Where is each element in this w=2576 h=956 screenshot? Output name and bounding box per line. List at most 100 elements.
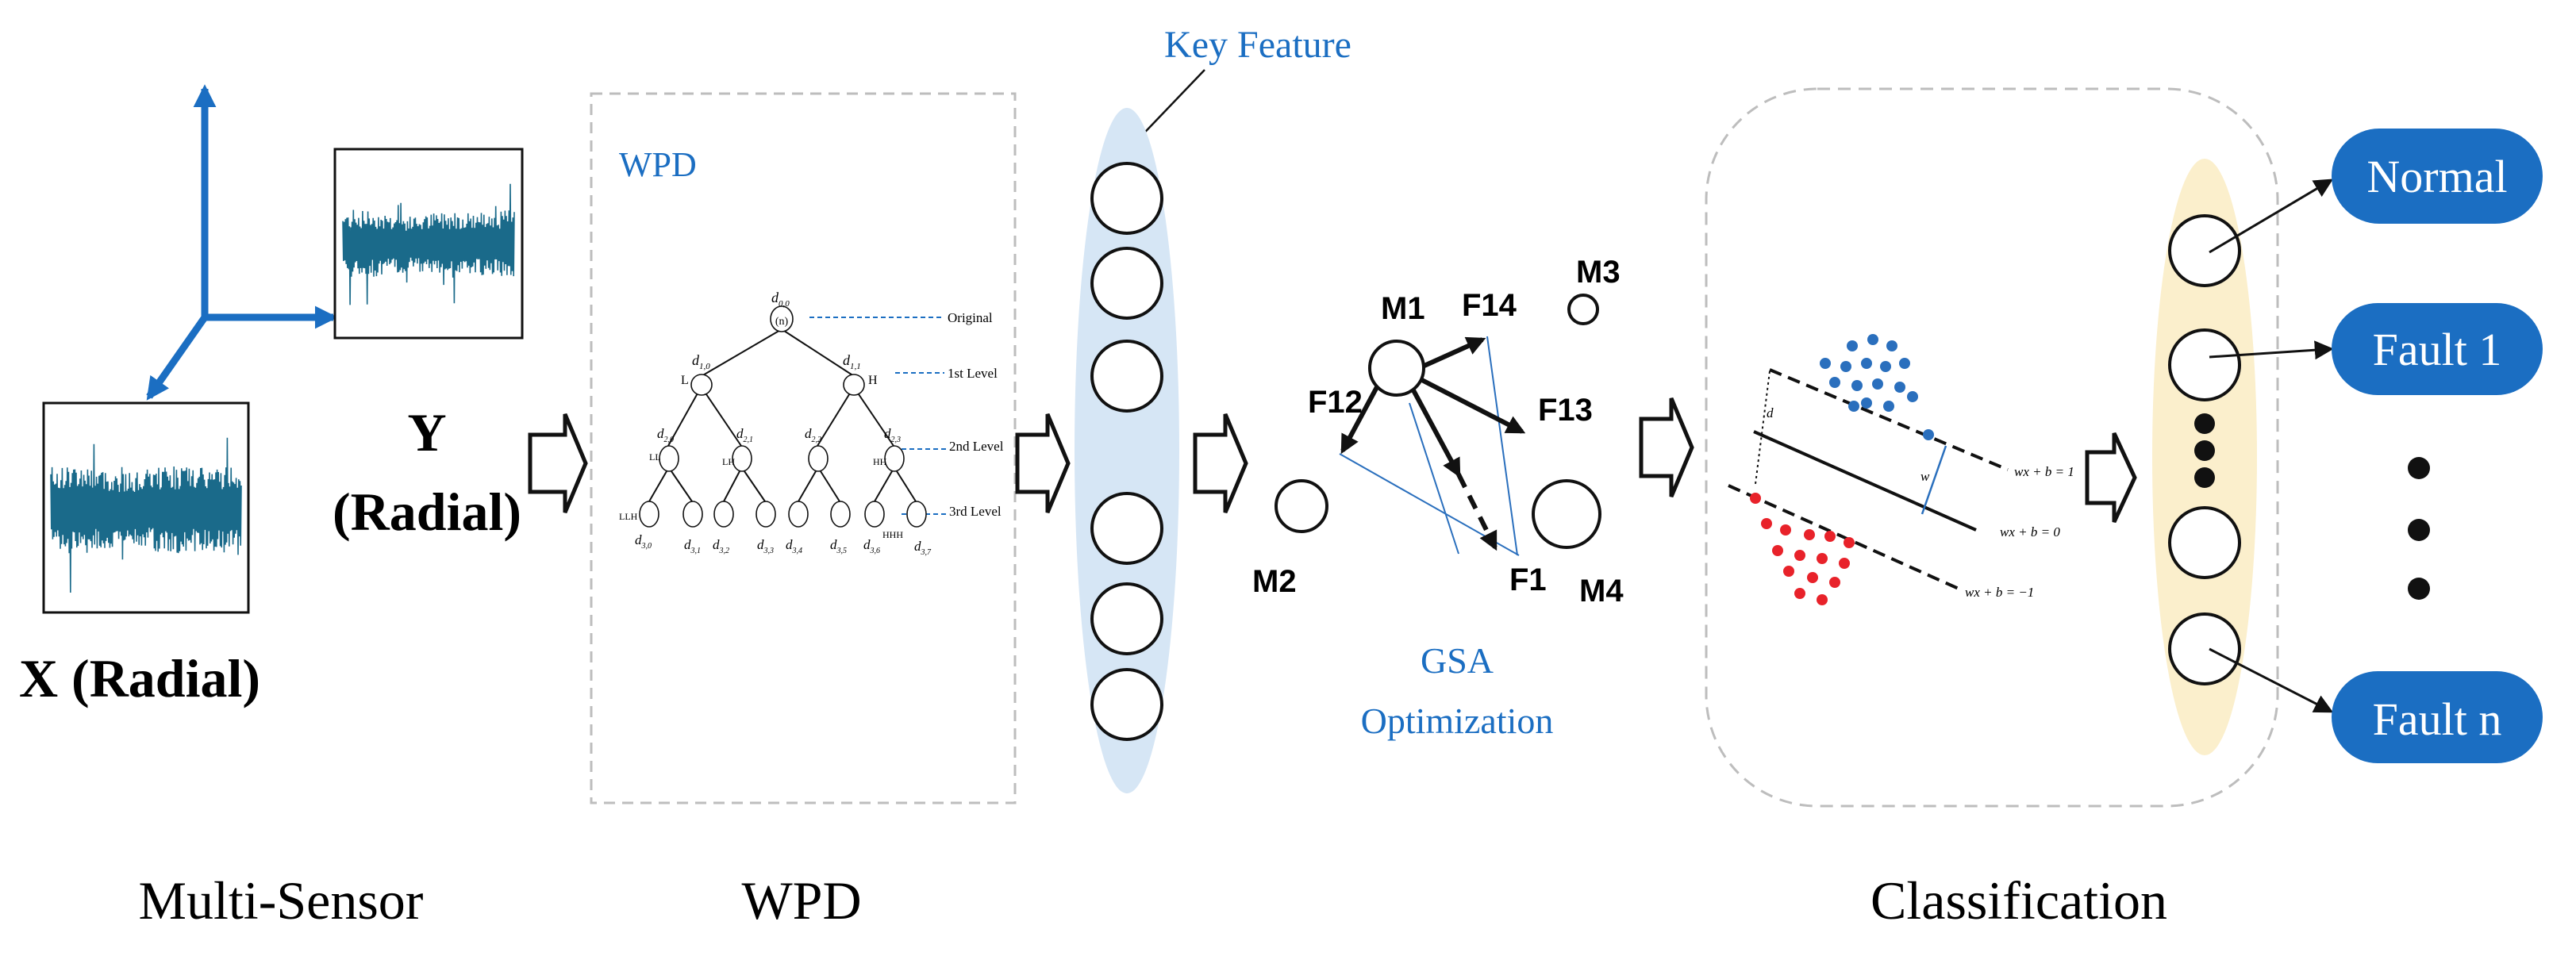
classification-title: Classification: [1870, 870, 2167, 931]
wpd-level-2: 2nd Level: [949, 439, 1004, 454]
gsa-force-lines: [1339, 336, 1520, 556]
wpd-level-lines: [809, 317, 946, 515]
key-feature-label: Key Feature: [1164, 24, 1351, 66]
svm-plot: d w wx + b = 1 wx + b = 0 wx + b = −1: [1728, 334, 2074, 605]
wpd-level2-label-1: d2,1: [736, 426, 753, 444]
wpd-level1-node-0: [690, 374, 713, 396]
output-connections: [2209, 179, 2334, 713]
wpd-level-1: 1st Level: [948, 366, 998, 381]
y-sensor-label: Y: [407, 402, 446, 463]
gsa-mass-m2: [1275, 479, 1328, 533]
wpd-level2-node-2: [808, 445, 829, 472]
wpd-level3-node-7: [906, 501, 927, 528]
wpd-tree-edges: [648, 328, 917, 502]
wpd-branch-h: H: [868, 374, 878, 387]
gsa-label-m2: M2: [1252, 564, 1297, 599]
wpd-branch-l: L: [681, 374, 689, 387]
svm-negative-samples: [1750, 493, 1855, 605]
wpd-level3-label-7: d3,7: [914, 539, 932, 557]
x-signal-waveform: [50, 437, 242, 593]
feature-neuron-6: [1090, 668, 1163, 741]
output-neuron-2: [2168, 328, 2241, 401]
output-fault1-pill: [2332, 303, 2543, 395]
flow-arrow-4: [1639, 397, 1694, 497]
gsa-label-f1: F1: [1509, 562, 1547, 597]
output-normal-label: Normal: [2366, 151, 2507, 202]
wpd-level3-tag-7: HHH: [882, 529, 903, 540]
output-fault1-label: Fault 1: [2373, 324, 2502, 375]
output-ellipsis-dots: [2194, 413, 2215, 488]
wpd-level3-label-2: d3,2: [713, 537, 729, 555]
svm-margin-w: [1920, 445, 1947, 515]
wpd-level3-node-6: [864, 501, 885, 528]
gsa-mass-m4: [1532, 479, 1601, 549]
flow-arrow-5: [2085, 432, 2137, 524]
wpd-level3-node-1: [682, 501, 703, 528]
wpd-section: WPD Original 1st Level 2nd Level 3rd Lev…: [590, 92, 1017, 931]
wpd-level2-node-3: [884, 445, 905, 472]
wpd-level2-label-0: d2,0: [657, 426, 674, 444]
wpd-level2-tag-0: LL: [649, 451, 661, 463]
svm-margin-lines: [1728, 368, 2009, 590]
wpd-level2-node-0: [659, 445, 679, 472]
flow-arrow-1: [528, 413, 588, 513]
wpd-level3-node-4: [788, 501, 809, 528]
wpd-level3-node-2: [713, 501, 734, 528]
wpd-level1-label-0: d1,0: [692, 352, 710, 371]
gsa-title-line1: GSA: [1421, 640, 1494, 681]
wpd-level2-node-1: [732, 445, 752, 472]
wpd-level3-tag-0: LLH: [619, 511, 638, 522]
classification-section: d w wx + b = 1 wx + b = 0 wx + b = −1: [1705, 87, 2279, 808]
sensor-axes: [146, 84, 338, 401]
output-faultn-label: Fault n: [2373, 693, 2502, 745]
gsa-label-m4: M4: [1579, 574, 1624, 609]
output-neuron-3: [2168, 506, 2241, 579]
svm-margin-d: [1755, 370, 1771, 485]
y-sensor-direction: (Radial): [333, 482, 521, 542]
classification-box: [1705, 87, 2279, 808]
multi-sensor-section: Y (Radial) X (Radial) Multi-Sensor: [19, 84, 524, 931]
wpd-root-n: (n): [775, 316, 789, 328]
wpd-level1-node-1: [843, 374, 865, 396]
svm-boundary-pos: [1769, 368, 2009, 471]
gsa-title-line2: Optimization: [1361, 701, 1554, 741]
output-class-ellipsis: [2408, 457, 2430, 600]
feature-neuron-1: [1090, 162, 1163, 235]
key-feature-section: Key Feature: [1075, 24, 1351, 793]
output-neuron-1: [2168, 214, 2241, 287]
flow-arrow-2: [1015, 413, 1071, 513]
feature-neuron-3: [1090, 340, 1163, 413]
wpd-level3-label-1: d3,1: [684, 537, 701, 555]
output-normal-pill: [2332, 129, 2543, 224]
gsa-label-f13: F14: [1462, 288, 1517, 323]
feature-neuron-5: [1090, 582, 1163, 655]
wpd-level3-label-4: d3,4: [786, 537, 802, 555]
svm-positive-samples: [1820, 334, 1934, 440]
wpd-level2-label-2: d2,2: [805, 426, 821, 444]
wpd-level-3: 3rd Level: [949, 504, 1002, 519]
wpd-box-title: WPD: [619, 145, 697, 184]
wpd-level3-label-3: d3,3: [757, 537, 774, 555]
signal-trace: [342, 183, 515, 305]
gsa-label-f12: F12: [1308, 385, 1363, 420]
wpd-level2-tag-3: HH: [873, 456, 887, 467]
wpd-level1-label-1: d1,1: [843, 352, 861, 371]
gsa-mass-m3: [1567, 294, 1599, 325]
svm-eq-zero: wx + b = 0: [2000, 524, 2060, 539]
wpd-root-label: d0,0: [771, 290, 790, 309]
wpd-root-node: [770, 305, 794, 332]
wpd-level2-tag-1: LH: [722, 456, 735, 467]
feature-neuron-4: [1090, 492, 1163, 565]
gsa-section: M1 M2 M3 M4 F14 F12 F13 F1 GSA Optimizat…: [1252, 255, 1624, 741]
wpd-level3-nodes: [639, 501, 927, 528]
wpd-level3-label-0: d3,0: [635, 532, 652, 551]
wpd-section-title: WPD: [741, 870, 861, 931]
y-signal-waveform: [342, 183, 515, 305]
x-sensor-label: X (Radial): [19, 648, 260, 708]
svm-eq-pos: wx + b = 1: [2014, 464, 2074, 479]
wpd-level3-label-5: d3,5: [830, 537, 847, 555]
wpd-box: [590, 92, 1017, 804]
multi-sensor-title: Multi-Sensor: [139, 870, 424, 931]
gsa-force-arrows: [1340, 336, 1526, 551]
